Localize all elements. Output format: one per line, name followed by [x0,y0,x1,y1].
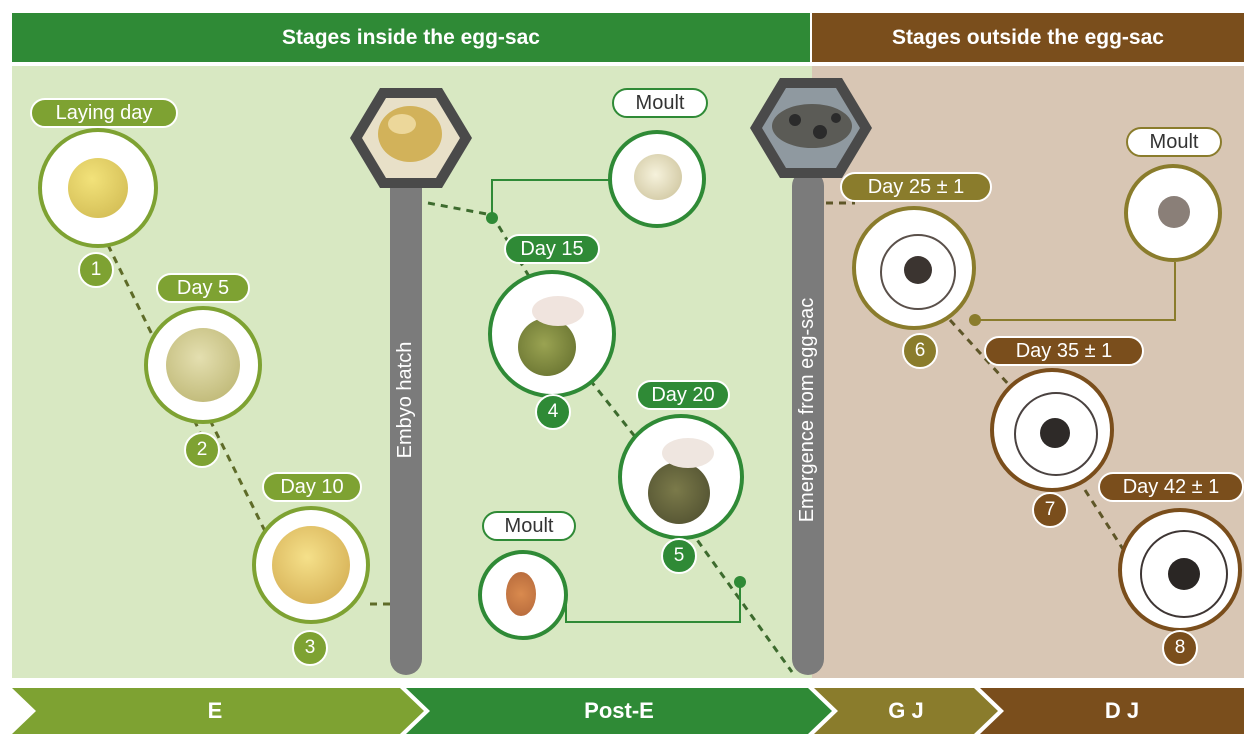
phase-post-e: Post-E [430,688,808,734]
phase-e: E [30,688,400,734]
phase-gj: G J [836,688,976,734]
phase-dj: D J [1004,688,1240,734]
